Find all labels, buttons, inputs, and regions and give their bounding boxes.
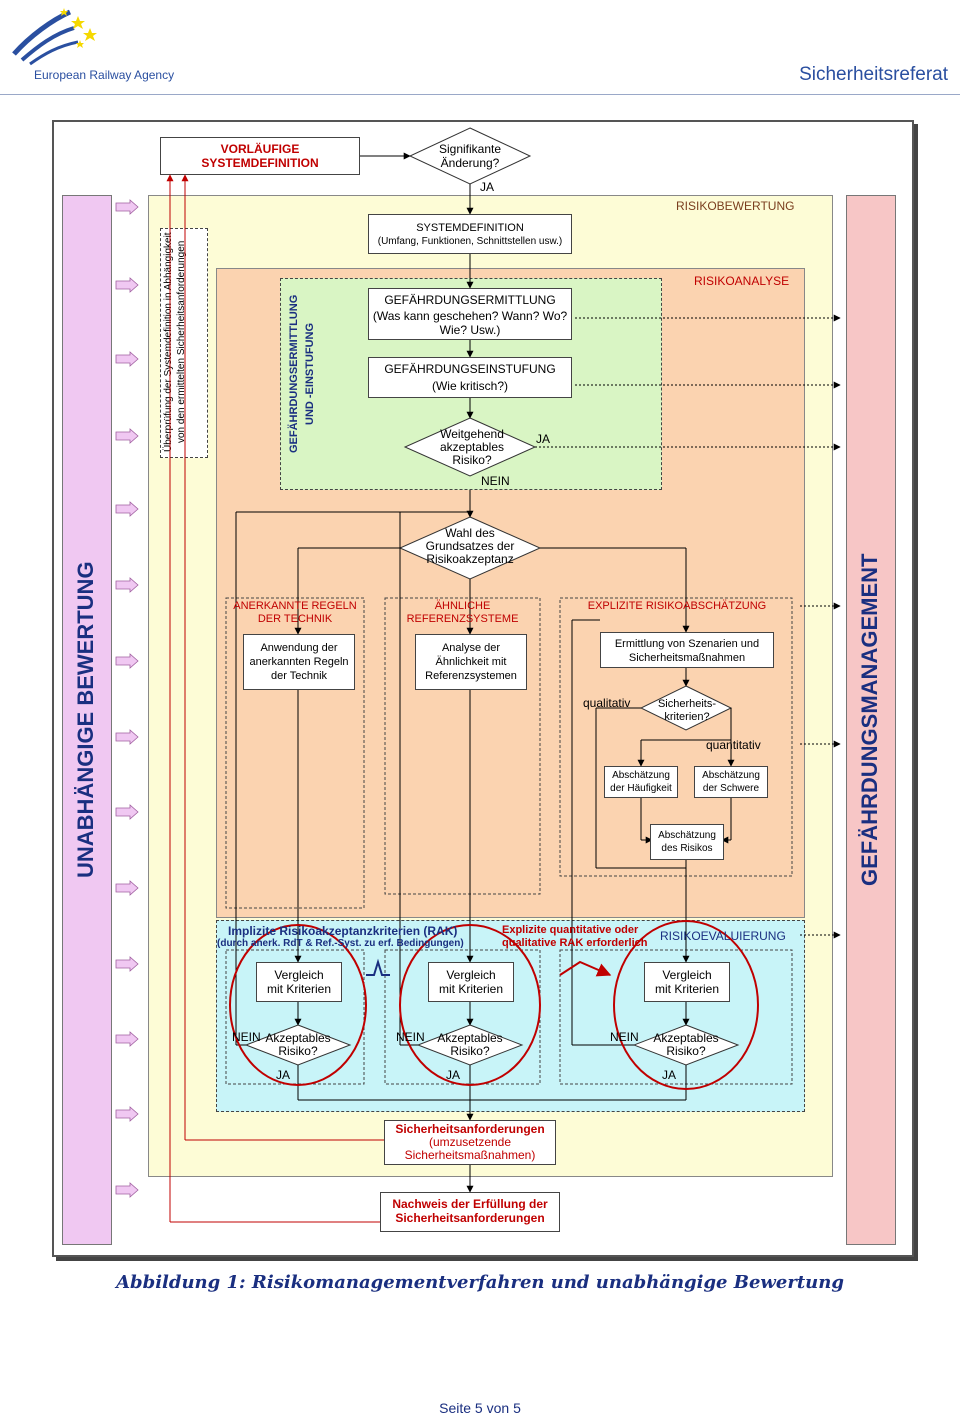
header-divider [0,94,960,95]
col1-box: Anwendung der anerkannten Regeln der Tec… [243,634,355,690]
weitgehend-diamond [403,417,537,477]
ja-1: JA [276,1068,291,1082]
sicherheitsanforderungen-box: Sicherheitsanforderungen (umzusetzende S… [384,1120,556,1165]
gefaehrdungseinstufung-title: GEFÄHRDUNGSEINSTUFUNG [384,362,556,376]
risikos-box: Abschätzung des Risikos [650,824,724,860]
col1-region [225,597,365,909]
schwere-box: Abschätzung der Schwere [694,766,768,798]
nachweis-box: Nachweis der Erfüllung der Sicherheitsan… [380,1192,560,1232]
nein-1: NEIN [232,1030,261,1044]
col1-title: ANERKANNTE REGELN DER TECHNIK [233,600,357,625]
akzeptables-label-3: Akzeptables Risiko? [653,1031,719,1058]
sicherheitskriterien-label: Sicherheits-kriterien? [657,698,717,723]
sicherheitskriterien-diamond [639,685,733,731]
highlight-circle-3 [613,920,759,1090]
risikoanalyse-label: RISIKOANALYSE [694,274,790,288]
col2-box: Analyse der Ähnlichkeit mit Referenzsyst… [415,634,527,690]
rak-implizit: Implizite Risikoakzeptanzkriterien (RAK) [228,924,458,938]
signifikant-label: Signifikante Änderung? [438,142,502,170]
highlight-circle-1 [229,924,367,1086]
systemdefinition-sub: (Umfang, Funktionen, Schnittstellen usw.… [377,236,563,247]
logo [8,6,178,86]
gefaehrdungseinstufung-box: GEFÄHRDUNGSEINSTUFUNG (Wie kritisch?) [368,357,572,398]
sicherheitsanforderungen-title: Sicherheitsanforderungen [395,1122,545,1136]
col3-box: Ermittlung von Szenarien und Sicherheits… [600,632,774,668]
qualitativ-label: qualitativ [583,696,631,710]
systemdefinition-title: SYSTEMDEFINITION [416,222,524,234]
akzeptables-label-2: Akzeptables Risiko? [437,1031,503,1058]
rak-implizit-sub: (durch anerk. RdT & Ref.-Syst. zu erf. B… [217,938,464,949]
era-logo-icon [12,8,97,66]
vergleich-box-2: Vergleich mit Kriterien [428,962,514,1002]
sicherheitsanforderungen-sub: (umzusetzende Sicherheitsmaßnahmen) [404,1135,536,1162]
gefaehrdungseinstufung-sub: (Wie kritisch?) [431,379,508,393]
page-title: Sicherheitsreferat [799,64,948,85]
weitgehend-label: Weitgehend akzeptables Risiko? [439,427,505,467]
vergleich-box-1: Vergleich mit Kriterien [256,962,342,1002]
akzeptables-label-1: Akzeptables Risiko? [265,1031,331,1058]
figure-caption: Abbildung 1: Risikomanagementverfahren u… [116,1272,844,1293]
eval-col3 [559,949,793,1085]
nein-2: NEIN [396,1030,425,1044]
logo-text: European Railway Agency [34,68,175,82]
risikobewertung-label: RISIKOBEWERTUNG [676,199,795,213]
unabhaengige-bewertung-bar [62,195,112,1245]
ueberpruefung-box [160,228,208,458]
vergleich-box-3: Vergleich mit Kriterien [644,962,730,1002]
wahl-label: Wahl des Grundsatzes der Risikoakzeptanz [425,526,515,566]
gefaehrdungsermittlung-box: GEFÄHRDUNGSERMITTLUNG (Was kann geschehe… [368,288,572,340]
risikoevaluierung-region [216,920,805,1112]
ja-3: JA [662,1068,677,1082]
rak-explizit: Explizite quantitative oder qualitative … [502,924,648,949]
col3-region [559,597,793,877]
gefaehrdungsermittlung-title: GEFÄHRDUNGSERMITTLUNG [384,293,556,307]
col2-title: ÄHNLICHE REFERENZSYSTEME [406,600,519,625]
nein-3: NEIN [610,1030,639,1044]
ja-2: JA [446,1068,461,1082]
gefaehrdungsermittlung-sub: (Was kann geschehen? Wann? Wo? Wie? Usw.… [372,309,568,337]
left-pink-arrows [115,199,139,1198]
col2-region [384,597,541,895]
gefaehrdungsmanagement-bar [846,195,896,1245]
vorlaeufige-systemdefinition-box: VORLÄUFIGE SYSTEMDEFINITION [160,137,360,175]
col3-title: EXPLIZITE RISIKOABSCHÄTZUNG [587,600,767,612]
ja-weitgehend: JA [536,432,551,446]
haeufigkeit-box: Abschätzung der Häufigkeit [604,766,678,798]
highlight-circle-2 [399,924,541,1086]
systemdefinition-box: SYSTEMDEFINITION (Umfang, Funktionen, Sc… [368,214,572,254]
ja-top: JA [480,180,495,194]
nein-weitgehend: NEIN [481,474,510,488]
quantitativ-label: quantitativ [706,738,761,752]
risikoevaluierung-label: RISIKOEVALUIERUNG [660,929,786,943]
page-footer: Seite 5 von 5 [439,1400,521,1416]
